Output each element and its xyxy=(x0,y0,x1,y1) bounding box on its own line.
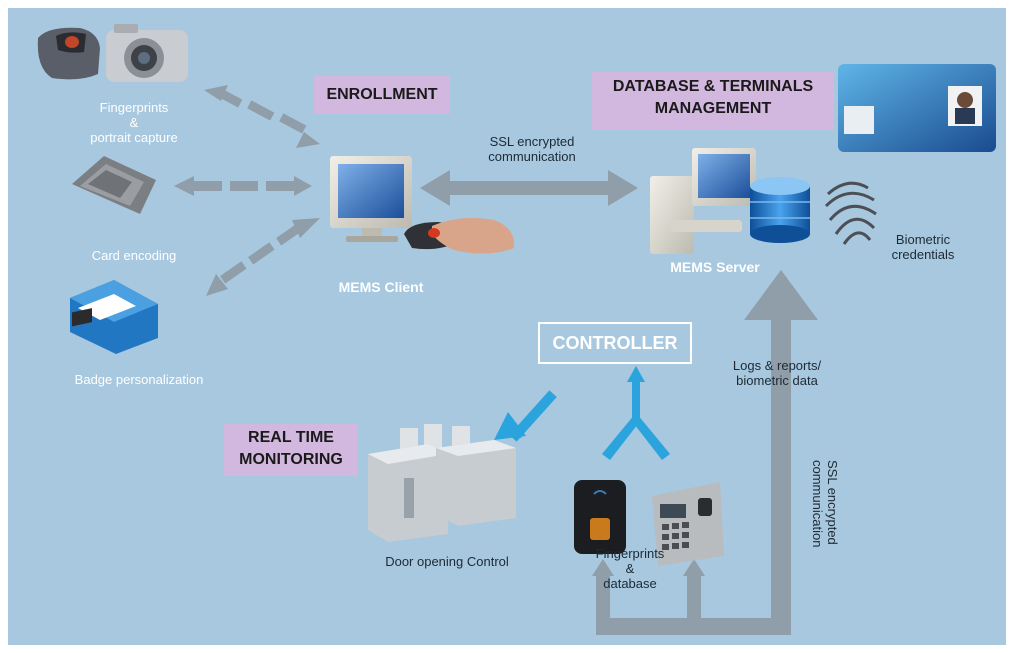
real-time-monitoring-box: REAL TIME MONITORING xyxy=(224,424,358,476)
database-illustration xyxy=(750,177,810,243)
caption-line: SSL encrypted xyxy=(825,460,840,545)
ssl-vertical-caption: SSL encrypted communication xyxy=(810,460,840,547)
caption-line: & xyxy=(625,561,635,576)
mems-client-caption: MEMS Client xyxy=(338,279,424,295)
arrow-client-fingerprints xyxy=(204,85,320,148)
database-management-line2: MANAGEMENT xyxy=(654,100,772,117)
logs-reports-caption: Logs & reports/ biometric data xyxy=(712,358,842,388)
biometric-terminal-black xyxy=(574,480,626,554)
caption-line: portrait capture xyxy=(90,130,178,145)
caption-line: Fingerprints xyxy=(99,100,169,115)
turnstile-illustration xyxy=(368,424,516,542)
real-time-monitoring-line2: MONITORING xyxy=(239,451,343,468)
arrow-logs-to-server xyxy=(592,270,818,635)
biometric-terminal-keypad xyxy=(652,482,724,566)
arrow-terminals-controller xyxy=(602,366,670,460)
enrollment-label: ENROLLMENT xyxy=(326,86,438,103)
diagram-graphics xyxy=(37,24,996,635)
real-time-monitoring-line1: REAL TIME xyxy=(248,429,334,446)
biometric-credentials-caption: Biometric credentials xyxy=(878,232,968,262)
caption-line: database xyxy=(603,576,657,591)
fingerprint-scanner-illustration xyxy=(37,27,100,80)
caption-line: communication xyxy=(810,460,825,548)
caption-line: Fingerprints xyxy=(595,546,665,561)
controller-box: CONTROLLER xyxy=(538,322,692,364)
fingerprints-database-caption: Fingerprints & database xyxy=(580,546,680,591)
arrow-client-card xyxy=(174,176,312,196)
diagram-canvas: ENROLLMENT DATABASE & TERMINALS MANAGEME… xyxy=(8,8,1006,645)
caption-line: Logs & reports/ xyxy=(732,358,822,373)
enrollment-box: ENROLLMENT xyxy=(314,76,450,114)
fingerprints-portrait-caption: Fingerprints & portrait capture xyxy=(64,100,204,145)
caption-line: Biometric xyxy=(895,232,951,247)
card-encoder-illustration xyxy=(72,156,156,214)
caption-line: SSL encrypted xyxy=(489,134,575,149)
ssl-communication-caption: SSL encrypted communication xyxy=(472,134,592,164)
badge-printer-illustration xyxy=(70,280,158,354)
fingerprint-icon xyxy=(824,181,877,245)
card-encoding-caption: Card encoding xyxy=(91,248,177,263)
controller-label: CONTROLLER xyxy=(552,333,678,353)
database-management-line1: DATABASE & TERMINALS xyxy=(612,78,814,95)
caption-line: biometric data xyxy=(736,373,818,388)
caption-line: communication xyxy=(488,149,576,164)
badge-personalization-caption: Badge personalization xyxy=(74,372,204,387)
arrow-client-badge xyxy=(206,218,320,296)
arrow-ssl-client-server xyxy=(420,170,638,206)
database-management-box: DATABASE & TERMINALS MANAGEMENT xyxy=(592,72,834,130)
mems-server-caption: MEMS Server xyxy=(670,259,760,275)
arrow-controller-door xyxy=(494,390,557,442)
camera-illustration xyxy=(106,24,188,82)
door-opening-caption: Door opening Control xyxy=(385,554,509,569)
caption-line: credentials xyxy=(891,247,955,262)
caption-line: & xyxy=(129,115,139,130)
client-computer-illustration xyxy=(330,156,515,254)
id-card-illustration xyxy=(838,64,996,152)
server-computer-illustration xyxy=(650,148,756,254)
